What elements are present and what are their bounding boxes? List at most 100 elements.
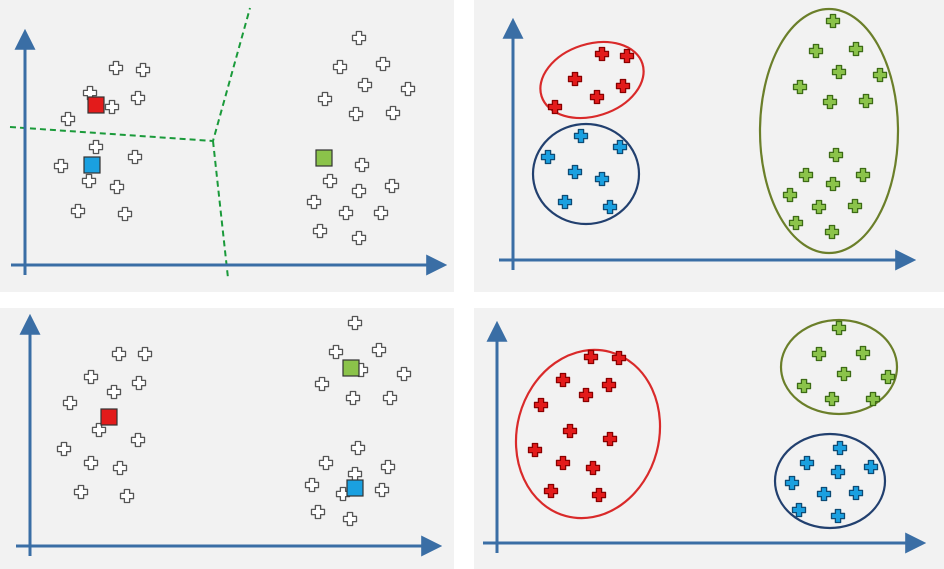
green-data-point bbox=[880, 369, 896, 385]
green-data-point bbox=[831, 64, 847, 80]
cluster-green-outline bbox=[779, 318, 899, 416]
gray-data-point bbox=[130, 90, 146, 106]
red-data-point bbox=[562, 423, 578, 439]
blue-data-point bbox=[784, 475, 800, 491]
red-data-point bbox=[611, 350, 627, 366]
gray-data-point bbox=[351, 230, 367, 246]
cluster-green-outline bbox=[758, 7, 900, 255]
red-data-point bbox=[543, 483, 559, 499]
blue-data-point bbox=[816, 486, 832, 502]
green-data-point bbox=[825, 176, 841, 192]
green-data-point bbox=[825, 13, 841, 29]
gray-data-point bbox=[106, 384, 122, 400]
red-data-point bbox=[567, 71, 583, 87]
green-data-point bbox=[872, 67, 888, 83]
green-data-point bbox=[808, 43, 824, 59]
blue-data-point bbox=[863, 459, 879, 475]
boundary-line bbox=[212, 140, 229, 279]
blue-data-point bbox=[791, 502, 807, 518]
green-data-point bbox=[788, 215, 804, 231]
gray-data-point bbox=[91, 422, 107, 438]
gray-data-point bbox=[81, 173, 97, 189]
gray-data-point bbox=[119, 488, 135, 504]
gray-data-point bbox=[88, 139, 104, 155]
blue-data-point bbox=[557, 194, 573, 210]
green-data-point bbox=[811, 346, 827, 362]
red-data-point bbox=[594, 46, 610, 62]
gray-data-point bbox=[109, 179, 125, 195]
red-data-point bbox=[601, 377, 617, 393]
blue-data-point bbox=[573, 128, 589, 144]
cluster-blue-outline bbox=[531, 122, 641, 226]
green-data-point bbox=[831, 320, 847, 336]
green-data-point bbox=[836, 366, 852, 382]
gray-data-point bbox=[384, 178, 400, 194]
green-data-point bbox=[798, 167, 814, 183]
green-data-point bbox=[828, 147, 844, 163]
gray-data-point bbox=[328, 344, 344, 360]
gray-data-point bbox=[396, 366, 412, 382]
gray-data-point bbox=[351, 183, 367, 199]
gray-data-point bbox=[380, 459, 396, 475]
red-data-point bbox=[615, 78, 631, 94]
red-data-point bbox=[589, 89, 605, 105]
gray-data-point bbox=[112, 460, 128, 476]
green-data-point bbox=[848, 41, 864, 57]
gray-data-point bbox=[357, 77, 373, 93]
gray-data-point bbox=[62, 395, 78, 411]
green-data-point bbox=[855, 167, 871, 183]
gray-data-point bbox=[348, 106, 364, 122]
gray-data-point bbox=[304, 477, 320, 493]
red-data-point bbox=[555, 455, 571, 471]
green-data-point bbox=[824, 391, 840, 407]
gray-data-point bbox=[108, 60, 124, 76]
red-data-point bbox=[619, 48, 635, 64]
gray-data-point bbox=[371, 342, 387, 358]
gray-data-point bbox=[317, 91, 333, 107]
green-data-point bbox=[847, 198, 863, 214]
gray-data-point bbox=[322, 173, 338, 189]
gray-data-point bbox=[135, 62, 151, 78]
gray-data-point bbox=[345, 390, 361, 406]
gray-data-point bbox=[338, 205, 354, 221]
green-data-point bbox=[822, 94, 838, 110]
centroid-red bbox=[100, 408, 118, 426]
gray-data-point bbox=[385, 105, 401, 121]
gray-data-point bbox=[335, 486, 351, 502]
blue-data-point bbox=[830, 508, 846, 524]
centroid-blue bbox=[346, 479, 364, 497]
red-data-point bbox=[591, 487, 607, 503]
red-data-point bbox=[555, 372, 571, 388]
gray-data-point bbox=[373, 205, 389, 221]
blue-data-point bbox=[830, 464, 846, 480]
gray-data-point bbox=[306, 194, 322, 210]
gray-data-point bbox=[83, 455, 99, 471]
gray-data-point bbox=[354, 157, 370, 173]
gray-data-point bbox=[56, 441, 72, 457]
gray-data-point bbox=[131, 375, 147, 391]
gray-data-point bbox=[104, 99, 120, 115]
gray-data-point bbox=[318, 455, 334, 471]
gray-data-point bbox=[137, 346, 153, 362]
gray-data-point bbox=[332, 59, 348, 75]
gray-data-point bbox=[83, 369, 99, 385]
centroid-green bbox=[315, 149, 333, 167]
green-data-point bbox=[796, 378, 812, 394]
panel-top-left bbox=[0, 0, 454, 292]
gray-data-point bbox=[347, 315, 363, 331]
red-data-point bbox=[578, 387, 594, 403]
blue-data-point bbox=[567, 164, 583, 180]
cluster-red-outline bbox=[514, 348, 662, 520]
green-data-point bbox=[792, 79, 808, 95]
gray-data-point bbox=[314, 376, 330, 392]
green-data-point bbox=[855, 345, 871, 361]
red-data-point bbox=[585, 460, 601, 476]
gray-data-point bbox=[117, 206, 133, 222]
red-data-point bbox=[527, 442, 543, 458]
blue-data-point bbox=[832, 440, 848, 456]
green-data-point bbox=[865, 391, 881, 407]
blue-data-point bbox=[848, 485, 864, 501]
gray-data-point bbox=[60, 111, 76, 127]
green-data-point bbox=[782, 187, 798, 203]
